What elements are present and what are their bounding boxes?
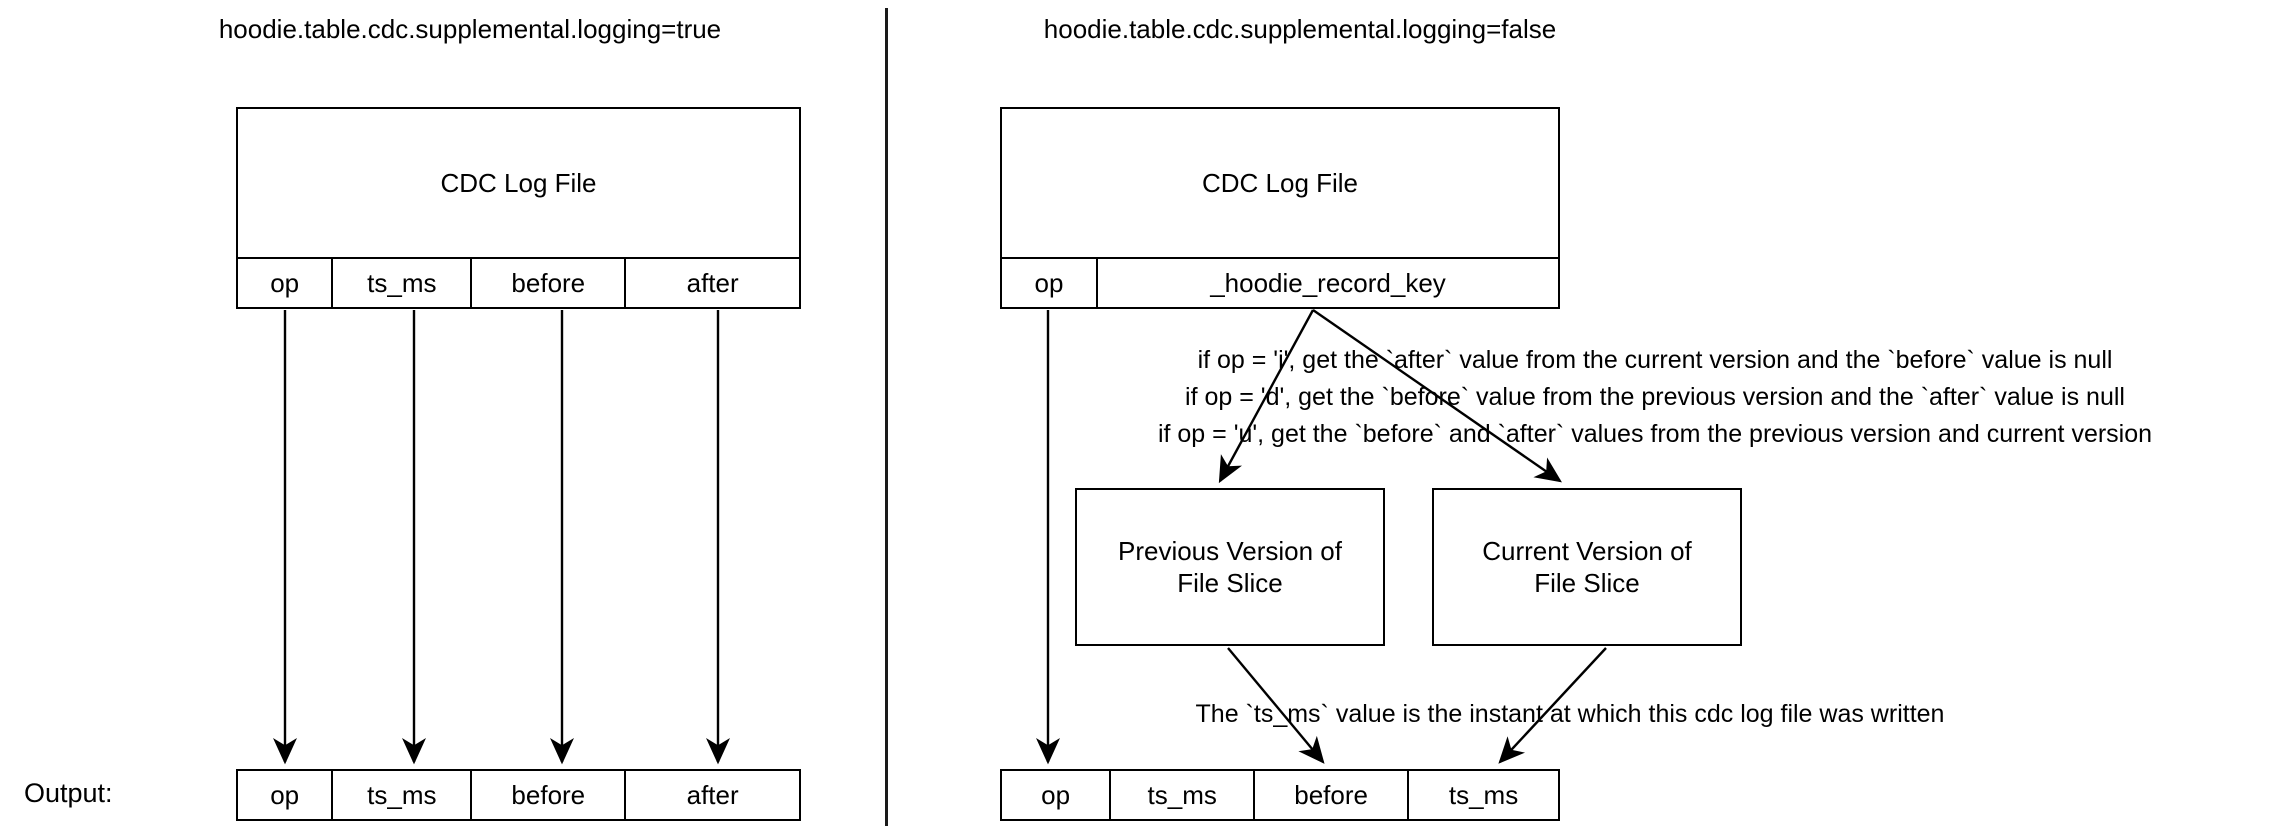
left-cdc-col-before: before: [472, 259, 627, 307]
right-output-row: op ts_ms before ts_ms: [1000, 769, 1560, 821]
left-output-col-after: after: [626, 771, 799, 819]
right-cdc-col-hoodie-record-key: _hoodie_record_key: [1098, 259, 1558, 307]
right-note-line-3: if op = 'u', get the `before` and `after…: [1157, 420, 2153, 448]
previous-version-line-2: File Slice: [1177, 568, 1283, 598]
right-panel-title: hoodie.table.cdc.supplemental.logging=fa…: [1043, 14, 1557, 44]
left-output-col-ts-ms: ts_ms: [333, 771, 473, 819]
right-note-line-1: if op = 'i', get the `after` value from …: [1197, 346, 2113, 374]
left-cdc-col-after: after: [626, 259, 799, 307]
right-ts-ms-note: The `ts_ms` value is the instant at whic…: [1195, 700, 1945, 728]
right-cdc-col-op: op: [1002, 259, 1098, 307]
previous-version-file-slice-box: Previous Version of File Slice: [1075, 488, 1385, 646]
left-output-label: Output:: [24, 778, 113, 808]
left-output-col-op: op: [238, 771, 334, 819]
left-cdc-log-file-columns: op ts_ms before after: [236, 257, 801, 309]
left-panel-title: hoodie.table.cdc.supplemental.logging=tr…: [218, 14, 722, 44]
current-version-file-slice-box: Current Version of File Slice: [1432, 488, 1742, 646]
right-cdc-log-file-header: CDC Log File: [1000, 107, 1560, 257]
left-cdc-col-ts-ms: ts_ms: [333, 259, 473, 307]
left-output-row: op ts_ms before after: [236, 769, 801, 821]
left-cdc-col-op: op: [238, 259, 334, 307]
left-output-col-before: before: [472, 771, 627, 819]
right-output-col-op: op: [1002, 771, 1112, 819]
left-cdc-log-file-header: CDC Log File: [236, 107, 801, 257]
right-output-col-ts-ms-1: ts_ms: [1111, 771, 1256, 819]
right-output-col-ts-ms-2: ts_ms: [1409, 771, 1558, 819]
previous-version-line-1: Previous Version of: [1117, 536, 1342, 566]
current-version-line-1: Current Version of: [1482, 536, 1692, 566]
right-note-line-2: if op = 'd', get the `before` value from…: [1185, 383, 2125, 411]
right-output-col-before: before: [1255, 771, 1410, 819]
left-vertical-arrows: [273, 310, 730, 765]
current-version-line-2: File Slice: [1534, 568, 1640, 598]
panel-divider: [885, 8, 888, 826]
left-cdc-log-file-label: CDC Log File: [440, 167, 597, 198]
right-cdc-log-file-columns: op _hoodie_record_key: [1000, 257, 1560, 309]
right-cdc-log-file-label: CDC Log File: [1201, 167, 1359, 198]
